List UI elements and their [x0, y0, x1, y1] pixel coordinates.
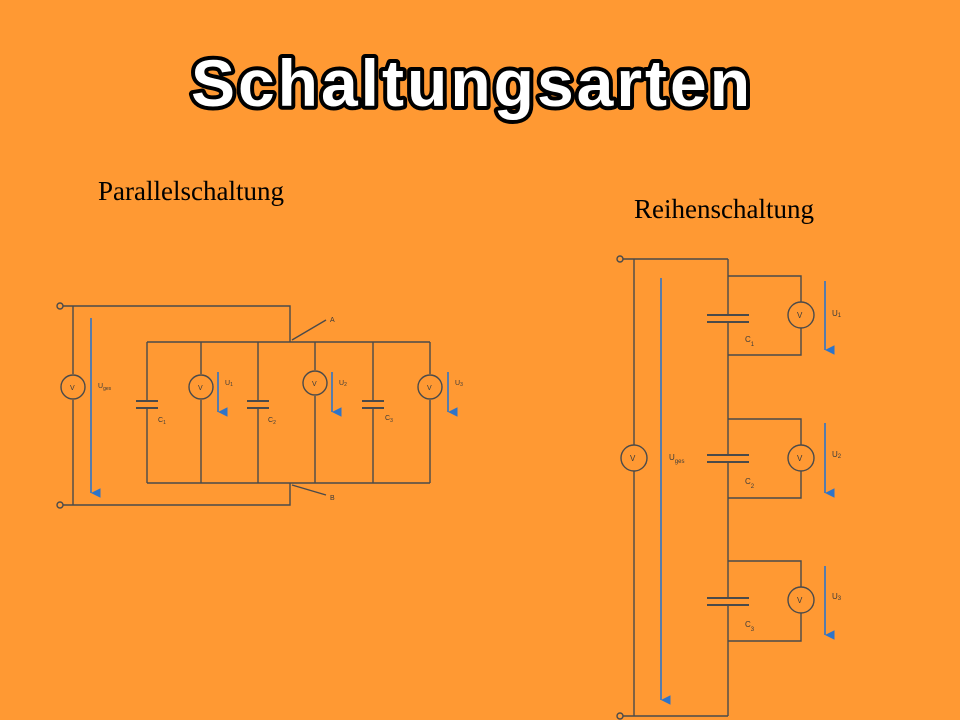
node-a-pointer: [291, 319, 327, 341]
parallel-voltage-arrows: [90, 318, 458, 498]
series-meter-total-v: V: [630, 454, 636, 463]
series-meter2-v: V: [797, 454, 803, 463]
node-b-pointer: [291, 484, 327, 496]
parallel-terminal-bottom: [56, 501, 64, 509]
series-voltmeter-2: [787, 444, 815, 472]
series-terminal-top: [616, 255, 624, 263]
node-a-label: A: [330, 317, 335, 324]
series-cap1-symbol: [707, 314, 749, 323]
parallel-u2-label: U2: [339, 380, 347, 388]
parallel-meter2-v: V: [312, 381, 317, 388]
parallel-cap1-symbol: [136, 400, 158, 409]
series-text: V V V V Uges U1 U2 U3 C1 C2 C3: [630, 309, 842, 633]
parallel-u-total-label: Uges: [98, 383, 112, 392]
slide-title: Schaltungsarten: [187, 42, 754, 124]
series-voltmeter-1: [787, 301, 815, 329]
parallel-meter3-v: V: [427, 385, 432, 392]
parallel-c2-label: C2: [268, 417, 276, 426]
parallel-meter-total-v: V: [70, 385, 75, 392]
parallel-c1-label: C1: [158, 417, 166, 426]
series-cap2-symbol: [707, 454, 749, 463]
parallel-text: V V V V Uges U1 U2 U3 C1 C2 C3 A B: [70, 317, 463, 502]
parallel-cap2-symbol: [247, 400, 269, 409]
node-b-label: B: [330, 495, 335, 502]
parallel-voltmeter-2: [302, 370, 328, 396]
series-circuit: [616, 255, 815, 720]
series-voltmeter-total: [620, 444, 648, 472]
parallel-voltmeter-total: [60, 374, 86, 400]
parallel-circuit-label: Parallelschaltung: [98, 176, 284, 206]
series-cap3-symbol: [707, 597, 749, 606]
parallel-circuit: [56, 302, 443, 509]
parallel-meter1-v: V: [198, 385, 203, 392]
series-meter3-v: V: [797, 596, 803, 605]
series-voltage-arrows: [660, 278, 835, 705]
parallel-wire-top: [63, 305, 291, 342]
series-c3-label: C3: [745, 620, 755, 633]
parallel-u3-label: U3: [455, 380, 463, 388]
series-u1-label: U1: [832, 309, 842, 319]
series-meter1-v: V: [797, 311, 803, 320]
series-u2-label: U2: [832, 450, 842, 460]
slide-title-text: Schaltungsarten: [191, 46, 753, 120]
parallel-voltmeter-1: [188, 374, 214, 400]
series-meter2-loop: [728, 418, 802, 499]
series-voltmeter-3: [787, 586, 815, 614]
series-c2-label: C2: [745, 477, 755, 490]
series-meter3-loop: [728, 560, 802, 642]
parallel-u1-label: U1: [225, 380, 233, 388]
parallel-wire-bottom: [63, 483, 291, 506]
series-terminal-bottom: [616, 712, 624, 720]
series-c1-label: C1: [745, 335, 755, 348]
series-meter1-loop: [728, 275, 802, 356]
series-u3-label: U3: [832, 592, 842, 602]
series-circuit-label: Reihenschaltung: [634, 194, 814, 224]
parallel-terminal-top: [56, 302, 64, 310]
parallel-cap3-symbol: [362, 400, 384, 409]
series-u-total-label: Uges: [669, 453, 684, 465]
parallel-voltmeter-3: [417, 374, 443, 400]
parallel-c3-label: C3: [385, 415, 393, 424]
